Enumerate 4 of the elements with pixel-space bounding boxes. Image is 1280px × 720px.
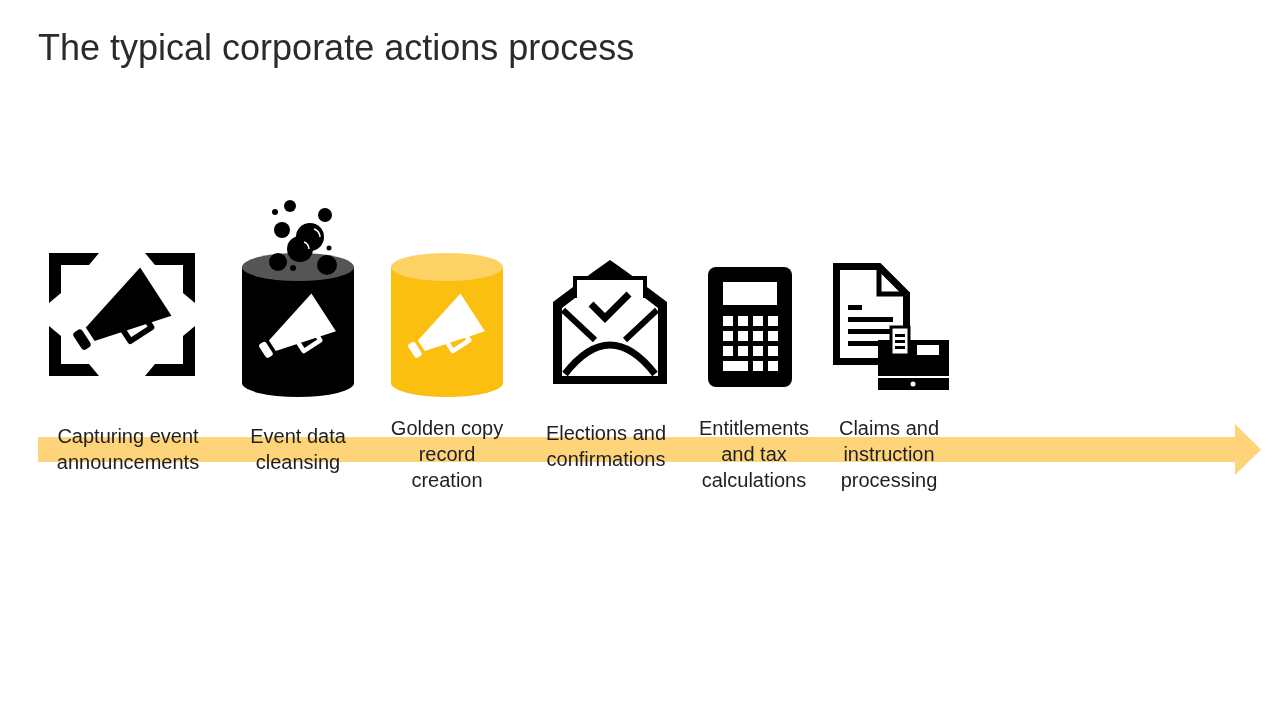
slide-title: The typical corporate actions process (38, 26, 635, 70)
step-label: Entitlements and tax calculations (697, 416, 811, 493)
step-label: Claims and instruction processing (837, 416, 940, 493)
step-label: Golden copy record creation (389, 416, 505, 493)
